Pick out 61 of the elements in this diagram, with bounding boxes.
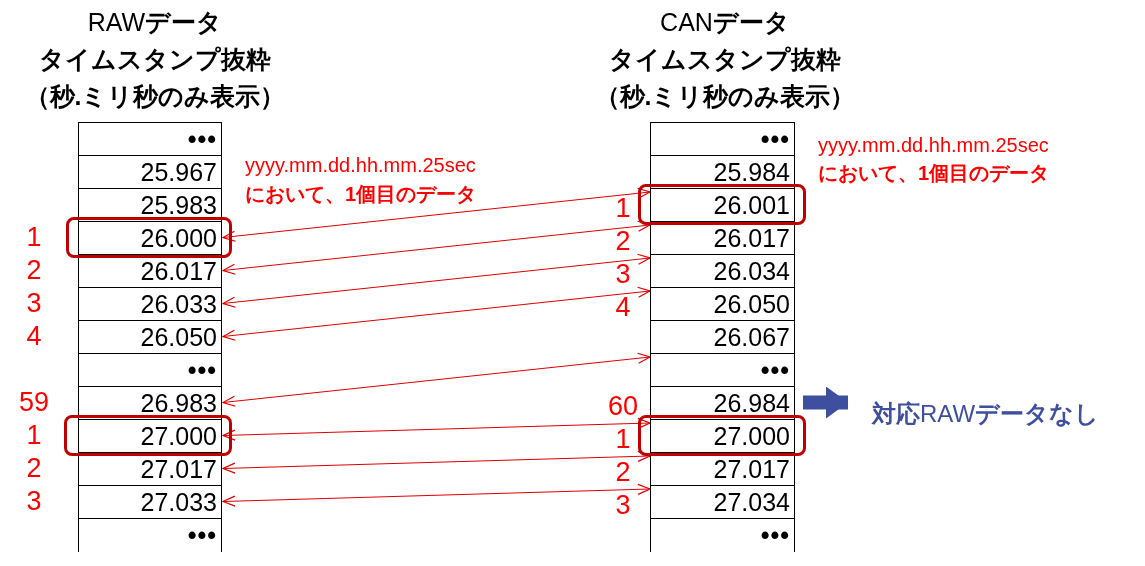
table-cell: 27.000 bbox=[78, 419, 222, 453]
table-cell: 26.001 bbox=[650, 188, 795, 222]
row-number: 3 bbox=[25, 287, 43, 319]
row-number: 59 bbox=[17, 386, 50, 418]
table-cell: ••• bbox=[78, 518, 222, 552]
row-number: 3 bbox=[614, 258, 632, 290]
double-arrow bbox=[222, 417, 651, 441]
row-number: 4 bbox=[614, 291, 632, 323]
column-heading: （秒.ミリ秒のみ表示） bbox=[23, 81, 287, 112]
table-cell: 27.033 bbox=[78, 485, 222, 519]
row-number: 4 bbox=[25, 320, 43, 352]
table-cell: 27.034 bbox=[650, 485, 795, 519]
row-number: 2 bbox=[25, 254, 43, 286]
table-cell: 27.000 bbox=[650, 419, 795, 453]
double-arrow bbox=[222, 220, 651, 275]
annotation-text: において、1個目のデータ bbox=[818, 161, 1050, 186]
row-number: 2 bbox=[614, 456, 632, 488]
column-heading: CANデータ bbox=[659, 7, 791, 38]
table-cell: 27.017 bbox=[650, 452, 795, 486]
table-cell: 26.017 bbox=[650, 221, 795, 255]
table-cell: ••• bbox=[650, 122, 795, 156]
table-cell: 26.983 bbox=[78, 386, 222, 420]
double-arrow bbox=[222, 483, 651, 507]
column-heading: タイムスタンプ抜粋 bbox=[608, 44, 842, 75]
table-cell: 26.034 bbox=[650, 254, 795, 288]
row-number: 1 bbox=[614, 192, 632, 224]
annotation-text: yyyy.mm.dd.hh.mm.25sec bbox=[818, 134, 1049, 157]
double-arrow bbox=[222, 352, 651, 407]
thick-arrow bbox=[803, 386, 848, 419]
row-number: 60 bbox=[606, 390, 639, 422]
table-cell: 27.017 bbox=[78, 452, 222, 486]
row-number: 3 bbox=[614, 489, 632, 521]
column-heading: RAWデータ bbox=[86, 7, 224, 38]
table-cell: 25.984 bbox=[650, 155, 795, 189]
table-cell: 25.967 bbox=[78, 155, 222, 189]
column-heading: タイムスタンプ抜粋 bbox=[38, 44, 272, 75]
table-cell: ••• bbox=[78, 122, 222, 156]
annotation-text: yyyy.mm.dd.hh.mm.25sec bbox=[245, 154, 476, 177]
column-heading: （秒.ミリ秒のみ表示） bbox=[593, 81, 857, 112]
table-cell: 26.050 bbox=[650, 287, 795, 321]
double-arrow bbox=[222, 187, 651, 242]
table-cell: 26.033 bbox=[78, 287, 222, 321]
table-cell: ••• bbox=[650, 353, 795, 387]
table-cell: ••• bbox=[78, 353, 222, 387]
row-number: 1 bbox=[25, 221, 43, 253]
table-cell: 26.984 bbox=[650, 386, 795, 420]
note-text: 対応RAWデータなし bbox=[872, 396, 1100, 432]
annotation-text: において、1個目のデータ bbox=[245, 182, 477, 207]
double-arrow bbox=[222, 253, 651, 308]
double-arrow bbox=[222, 286, 651, 341]
row-number: 1 bbox=[614, 423, 632, 455]
table-cell: 26.000 bbox=[78, 221, 222, 255]
table-cell: 26.017 bbox=[78, 254, 222, 288]
row-number: 1 bbox=[25, 419, 43, 451]
table-cell: 26.050 bbox=[78, 320, 222, 354]
table-cell: 26.067 bbox=[650, 320, 795, 354]
table-cell: 25.983 bbox=[78, 188, 222, 222]
row-number: 2 bbox=[25, 452, 43, 484]
table-cell: ••• bbox=[650, 518, 795, 552]
row-number: 3 bbox=[25, 485, 43, 517]
row-number: 2 bbox=[614, 225, 632, 257]
